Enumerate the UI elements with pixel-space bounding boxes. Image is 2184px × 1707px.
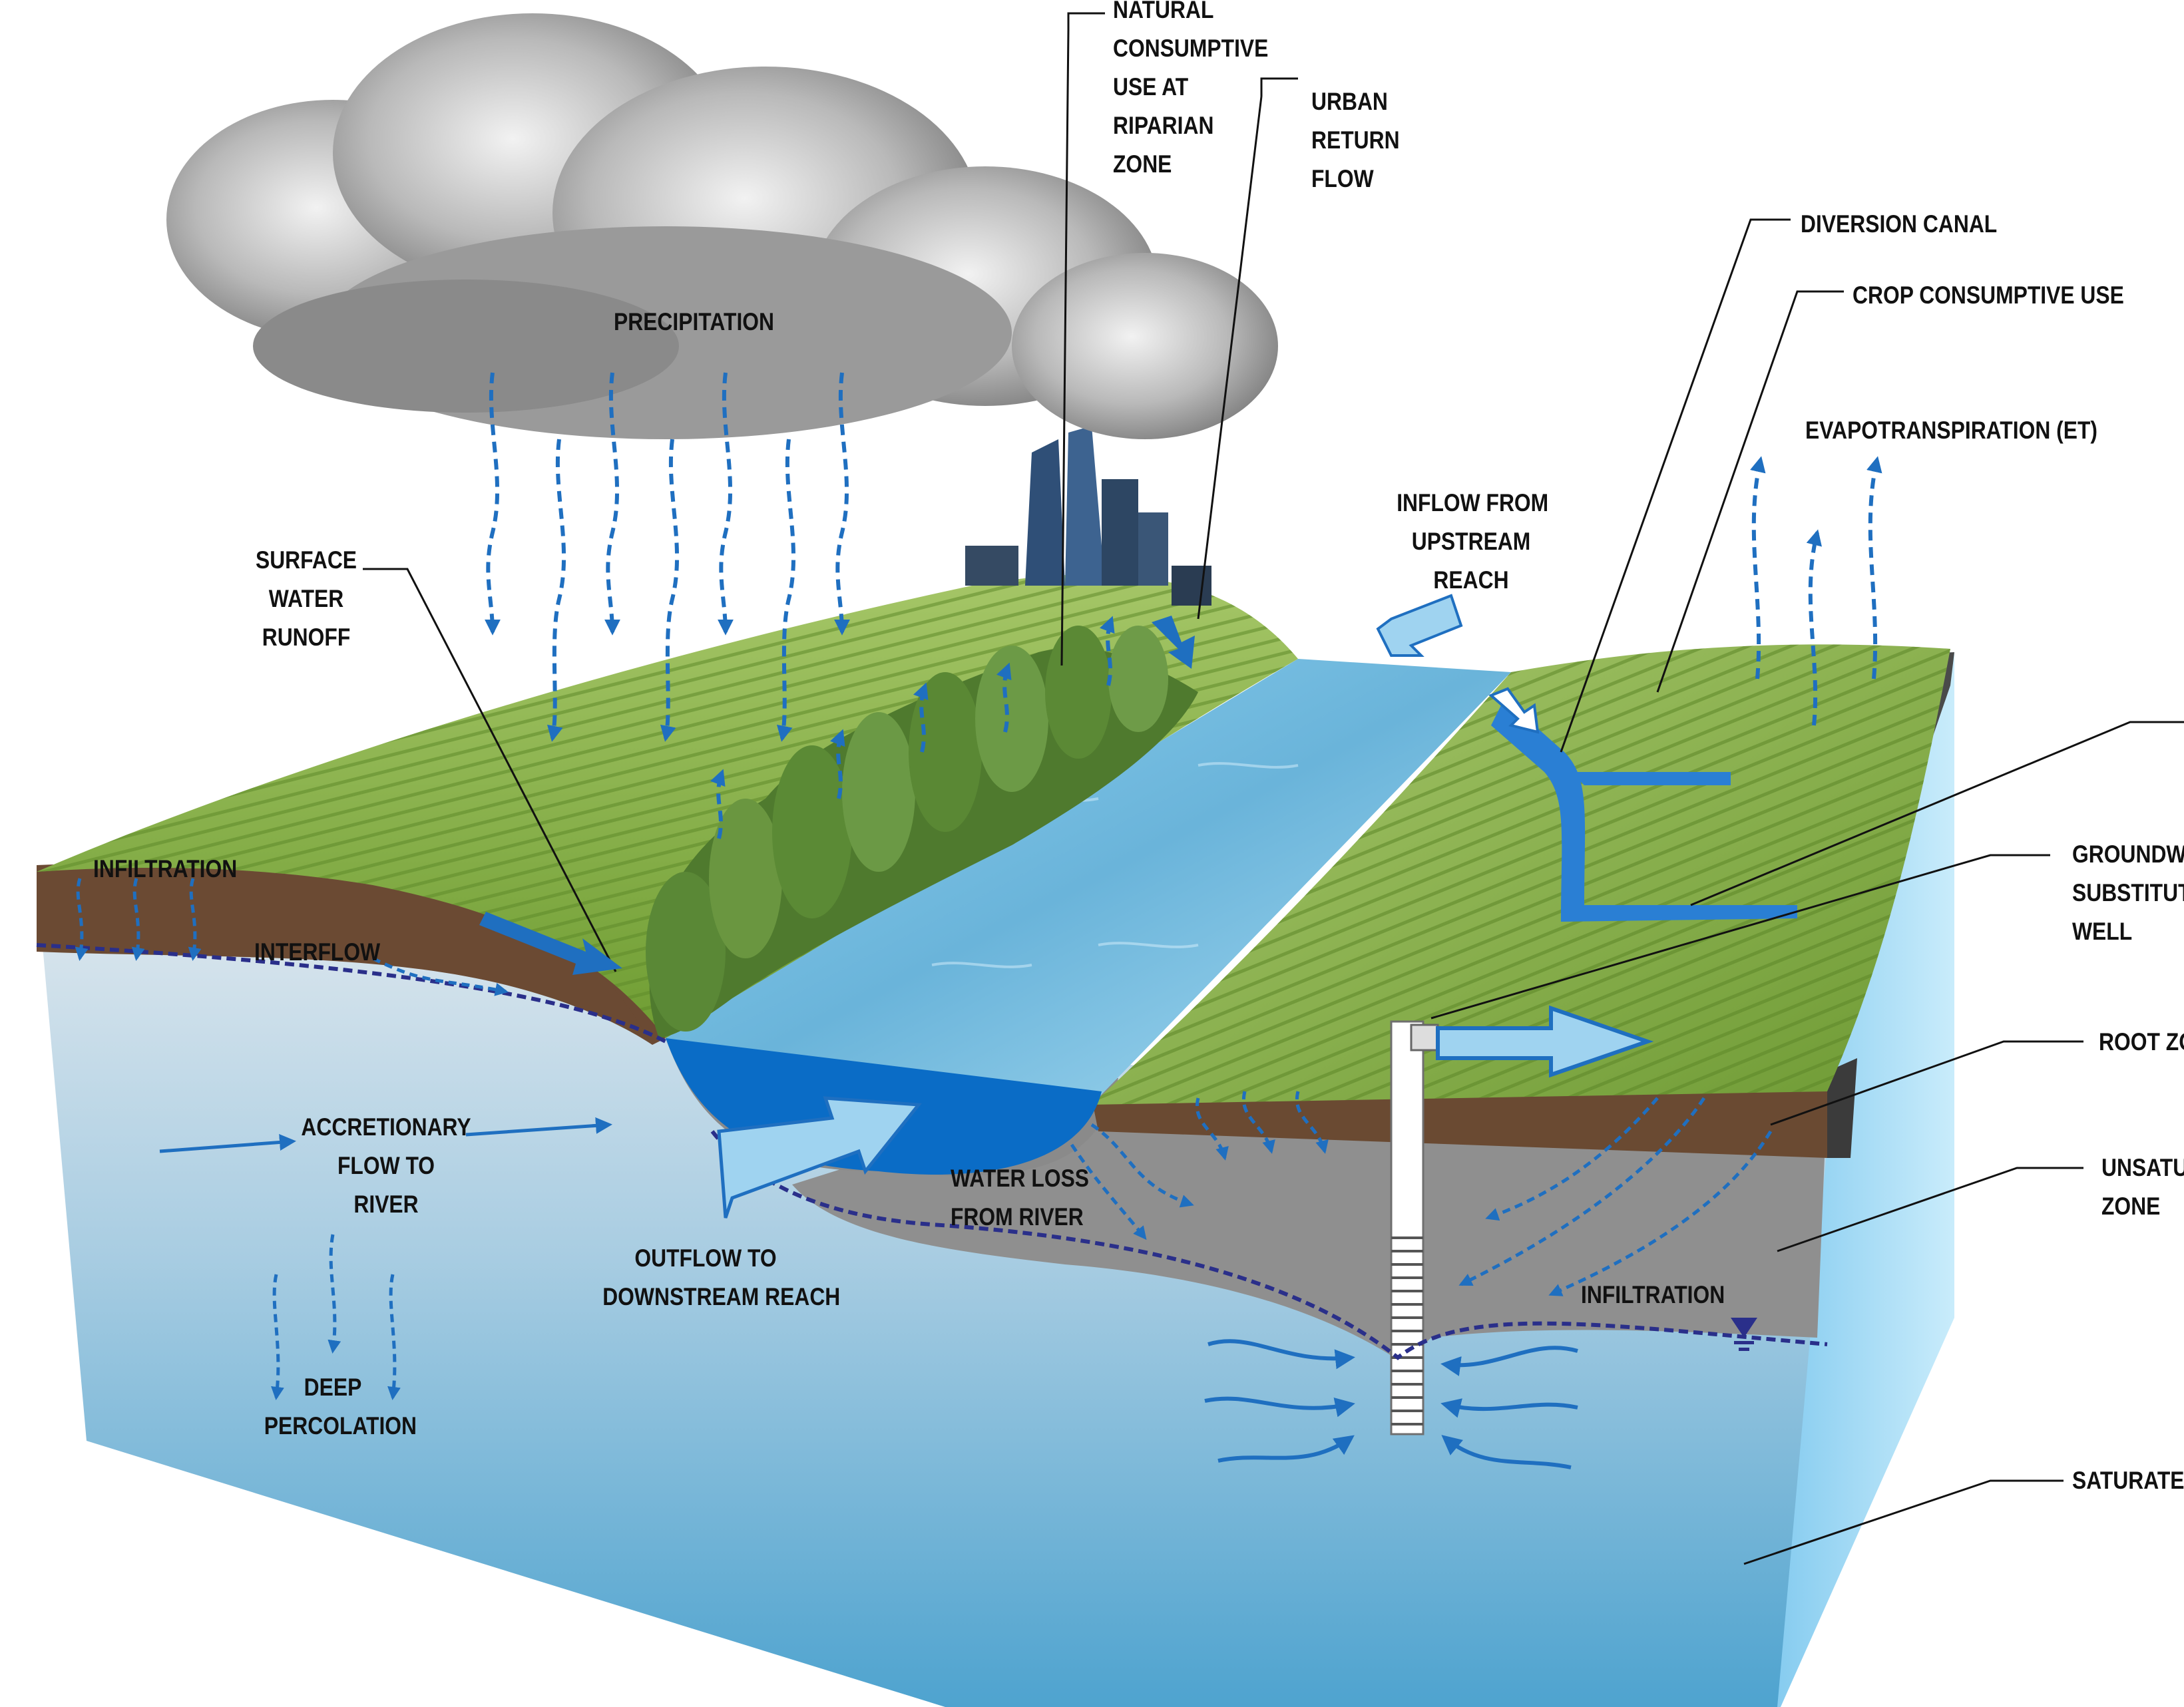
label-diversion-canal: DIVERSION CANAL [1801, 210, 1998, 238]
soil-edge [1827, 1058, 1857, 1158]
label-unsaturated-zone: UNSATURATED ZONE [2101, 1154, 2184, 1220]
label-root-zone: ROOT ZONE [2099, 1028, 2184, 1055]
infiltration-right-arrows [1458, 1097, 1773, 1296]
accretionary-flow-arrows [159, 1117, 612, 1153]
water-table-symbol [1731, 1318, 1757, 1351]
city-skyline [965, 426, 1211, 606]
water-loss-arrows [1070, 1091, 1329, 1240]
label-natural-consumptive-use: NATURAL CONSUMPTIVE USE AT RIPARIAN ZONE [1113, 0, 1269, 178]
well-pump-arrow [1436, 1005, 1654, 1078]
label-urban-return-flow: URBAN RETURN FLOW [1311, 88, 1400, 192]
groundwater-flow-arrows [1204, 1339, 1578, 1469]
inflow-upstream-arrow [1376, 594, 1463, 657]
block-side-face [1751, 652, 1954, 1707]
label-accretionary-flow: ACCRETIONARY FLOW TO RIVER [301, 1113, 471, 1218]
label-saturated-zone: SATURATED ZONE [2072, 1467, 2184, 1494]
et-arrows [710, 456, 1882, 839]
label-precipitation: PRECIPITATION [614, 308, 775, 335]
water-table-right [710, 1130, 1828, 1360]
infiltration-left-arrows [75, 878, 202, 961]
river-surface [666, 659, 1511, 1105]
diversion-canal [1491, 699, 1797, 922]
label-inflow-upstream: INFLOW FROM UPSTREAM REACH [1397, 489, 1549, 594]
urban-return-arrow [1152, 616, 1195, 669]
groundwater-well [1390, 1020, 1439, 1435]
deep-percolation-arrows [271, 1234, 401, 1400]
label-evapotranspiration: EVAPOTRANSPIRATION (ET) [1805, 417, 2098, 444]
label-interflow: INTERFLOW [254, 938, 381, 966]
cloud [166, 13, 1278, 439]
interflow-arrow [371, 956, 509, 996]
saturated-zone [37, 878, 1827, 1707]
surface-runoff-arrow [479, 912, 622, 975]
water-table-left [36, 943, 667, 1043]
label-surface-water-runoff: SURFACE WATER RUNOFF [255, 546, 357, 651]
label-deep-percolation: DEEP PERCOLATION [264, 1374, 417, 1439]
right-field-rows [1092, 644, 1950, 1105]
leader-lines [363, 12, 2184, 1565]
label-groundwater-well: GROUNDWATER SUBSTITUTION WELL [2072, 841, 2184, 945]
label-infiltration-left: INFILTRATION [93, 855, 238, 882]
diversion-arrow [1488, 687, 1540, 734]
label-outflow-downstream: OUTFLOW TO DOWNSTREAM REACH [602, 1244, 841, 1310]
riparian-trees [646, 626, 1198, 1038]
label-crop-consumptive-use: CROP CONSUMPTIVE USE [1853, 282, 2124, 309]
outflow-downstream-arrow [717, 1096, 922, 1219]
precipitation-arrows [484, 372, 850, 742]
label-water-loss: WATER LOSS FROM RIVER [951, 1165, 1090, 1231]
label-infiltration-right: INFILTRATION [1581, 1281, 1725, 1308]
